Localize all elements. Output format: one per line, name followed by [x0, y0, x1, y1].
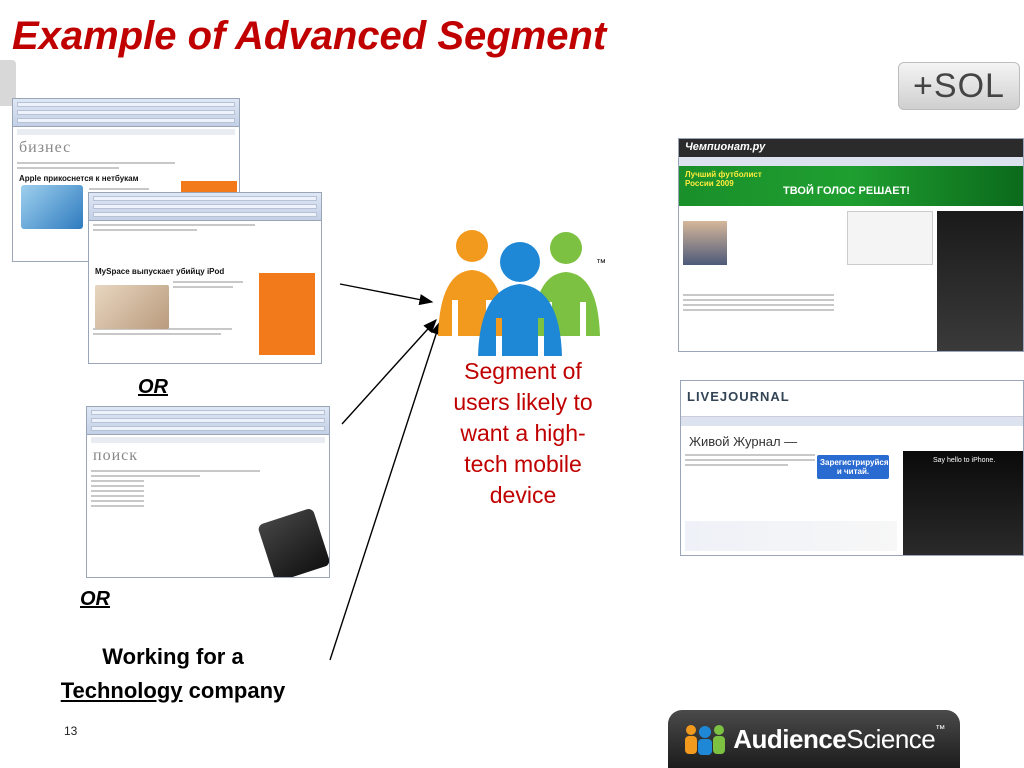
technology-word: Technology [60, 678, 183, 703]
orange-ad-2 [259, 273, 315, 355]
audience-people-icon [685, 725, 726, 755]
page-number: 13 [64, 724, 78, 738]
championat-banner-left: Лучший футболист России 2009 [685, 170, 762, 188]
calendar-widget [847, 211, 933, 265]
people-group-icon: ™ [438, 230, 606, 356]
segment-description: Segment of users likely to want a high-t… [453, 358, 593, 508]
sol-logo: +SOL [898, 62, 1020, 110]
working-for-technology-text: Working for a Technology company [20, 640, 326, 708]
audience-science-tm: ™ [935, 723, 945, 735]
trademark: ™ [596, 258, 606, 269]
or-label-2: OR [80, 588, 110, 610]
netbook-image [21, 185, 83, 229]
biznes-headline: Apple прикоснется к нетбукам [19, 174, 139, 183]
boy-photo [95, 285, 169, 329]
working-line1: Working for a [102, 644, 244, 669]
or-label-1: OR [138, 376, 168, 398]
championat-banner-right: ТВОЙ ГОЛОС РЕШАЕТ! [783, 185, 910, 197]
title-accent-bar [0, 60, 16, 106]
man-photo [683, 221, 727, 265]
championat-banner: Лучший футболист России 2009 ТВОЙ ГОЛОС … [679, 166, 1023, 206]
audience-science-logo: AudienceScience™ [668, 710, 960, 768]
screenshot-livejournal: LIVEJOURNAL Живой Журнал — Зарегистрируй… [680, 380, 1024, 556]
phone-photo [257, 507, 329, 577]
company-word: company [188, 678, 286, 703]
arrow-from-poisk [341, 318, 437, 425]
poisk-heading: поиск [93, 447, 138, 464]
audience-science-text: AudienceScience™ [733, 724, 945, 755]
iphone-ad: Say hello to iPhone. [903, 451, 1023, 555]
biznes-heading: бизнес [19, 139, 72, 156]
livejournal-logo: LIVEJOURNAL [681, 381, 1023, 417]
science-normal: Science [846, 723, 936, 754]
screenshot-poisk: поиск [86, 406, 330, 578]
screenshot-myspace: MySpace выпускает убийцу iPod [88, 192, 322, 364]
lj-icons-row [685, 521, 897, 551]
myspace-headline: MySpace выпускает убийцу iPod [95, 267, 225, 276]
screenshot-championat: Чемпионат.ру Лучший футболист России 200… [678, 138, 1024, 352]
iphone-caption: Say hello to iPhone. [933, 457, 996, 464]
livejournal-title: Живой Журнал — [689, 434, 798, 449]
slide-title: Example of Advanced Segment [12, 14, 607, 58]
arrow-from-working [329, 320, 442, 661]
championat-logo: Чемпионат.ру [679, 139, 1023, 157]
livejournal-register-button: Зарегистрируйся и читай. [817, 455, 889, 479]
audience-bold: Audience [733, 723, 847, 754]
working-line2: Technology company [20, 674, 326, 708]
arrow-from-screenshots [339, 283, 434, 306]
iphone-ad-dark [937, 211, 1023, 351]
